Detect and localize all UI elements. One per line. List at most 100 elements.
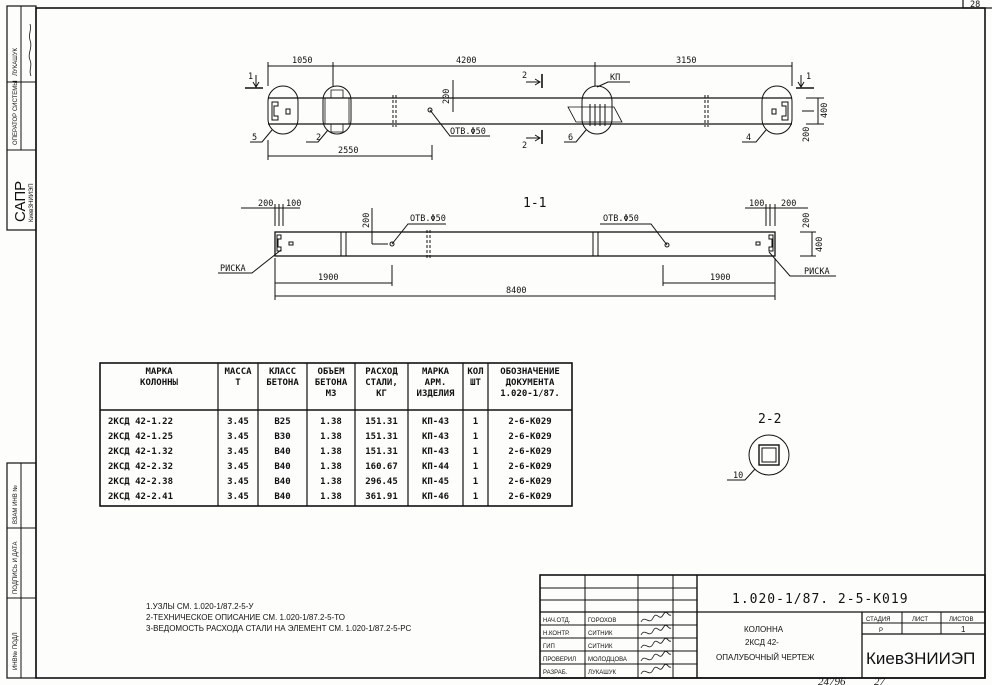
- table-header-cell: БЕТОНА: [266, 378, 299, 388]
- plan-view: 1050 4200 3150 2550 200 400 200 1 1 2 2 …: [245, 56, 830, 160]
- table-cell: 2КСД 42-2.32: [108, 462, 173, 472]
- dim-4200: 4200: [456, 56, 476, 66]
- organization: КиевЗНИИЭП: [866, 649, 975, 668]
- table-header-cell: МАССА: [224, 367, 252, 377]
- dim-200-vertical-left: 200: [362, 213, 372, 228]
- sheet-number: 28: [970, 0, 980, 10]
- sheets-value: 1: [961, 625, 966, 634]
- table-cell: 1.38: [320, 492, 342, 502]
- table-header-cell: ШТ: [470, 378, 481, 388]
- role-name: СИТНИК: [588, 631, 613, 637]
- table-header-cell: 1.020-1/87.: [500, 389, 560, 399]
- operator-name: ЛУКАШУК: [13, 47, 19, 76]
- section-mark-2-bottom: 2: [522, 141, 527, 151]
- table-cell: 3.45: [227, 477, 249, 487]
- table-cell: 2КСД 42-2.41: [108, 492, 173, 502]
- table-header-cell: Т: [235, 378, 241, 388]
- table-header-cell: КОЛОННЫ: [140, 378, 179, 388]
- stage-label: СТАДИЯ: [866, 617, 891, 623]
- table-cell: B25: [274, 417, 290, 427]
- table-cell: 1: [473, 447, 478, 457]
- table-cell: КП-43: [422, 417, 449, 427]
- dim-400: 400: [820, 103, 830, 118]
- section-2-2-title: 2-2: [758, 412, 781, 427]
- dim-400-vertical: 400: [815, 237, 825, 252]
- table-cell: 1.38: [320, 477, 342, 487]
- table-header-cell: АРМ.: [425, 378, 447, 388]
- table-cell: 2-6-К029: [508, 447, 551, 457]
- podpis-data-label: ПОДПИСЬ И ДАТА: [13, 541, 19, 594]
- sapr-label: САПР: [12, 181, 29, 222]
- table-cell: 3.45: [227, 462, 249, 472]
- table-cell: B40: [274, 462, 290, 472]
- specification-table: МАРКАКОЛОННЫМАССАТКЛАССБЕТОНАОБЪЕМБЕТОНА…: [99, 362, 573, 507]
- dim-200-right: 200: [802, 127, 812, 142]
- sheet-frame: [35, 7, 986, 679]
- signature: [640, 624, 672, 636]
- table-cell: КП-45: [422, 477, 449, 487]
- signature: [640, 650, 672, 662]
- hole-label-right: ОТВ.Φ50: [603, 214, 639, 224]
- dim-200-top: 200: [442, 89, 452, 104]
- left-strip-bottom: ВЗАМ ИНВ № ПОДПИСЬ И ДАТА ИНВ№ ПОДЛ: [6, 462, 37, 679]
- table-cell: КП-43: [422, 447, 449, 457]
- signature: [640, 637, 672, 649]
- dim-2550: 2550: [338, 146, 358, 156]
- table-header-cell: КГ: [376, 389, 387, 399]
- sheet-number-box: [962, 0, 992, 9]
- dim-1900-right: 1900: [710, 273, 730, 283]
- hole-label-left: ОТВ.Φ50: [410, 214, 446, 224]
- table-cell: 2КСД 42-2.38: [108, 477, 173, 487]
- role-label: ГИП: [543, 644, 555, 650]
- table-cell: 3.45: [227, 417, 249, 427]
- sapr-org: КиевЗНИИЭП: [29, 183, 35, 222]
- table-header-cell: РАСХОД: [365, 367, 398, 377]
- table-cell: 2-6-К029: [508, 432, 551, 442]
- title-line-1: КОЛОННА: [744, 625, 784, 634]
- table-cell: 3.45: [227, 447, 249, 457]
- notes: 1.УЗЛЫ СМ. 1.020-1/87.2-5-У 2-ТЕХНИЧЕСКО…: [146, 602, 411, 633]
- node-2-outline: [322, 85, 352, 135]
- handwritten-number: 24796: [818, 676, 846, 685]
- dim-100-right: 100: [749, 199, 764, 209]
- role-name: МОЛОДЦОВА: [588, 657, 627, 663]
- riska-right: РИСКА: [804, 267, 830, 277]
- section-mark-1-right: 1: [806, 72, 811, 82]
- table-cell: 1.38: [320, 447, 342, 457]
- table-cell: 2-6-К029: [508, 477, 551, 487]
- sheets-label: ЛИСТОВ: [949, 617, 973, 623]
- table-cell: 160.67: [365, 462, 398, 472]
- node-4-outline: [761, 85, 793, 135]
- hole-marker: [427, 107, 433, 113]
- callout-2: 2: [316, 133, 321, 143]
- table-cell: 1.38: [320, 462, 342, 472]
- table-header-cell: ОБЪЕМ: [317, 367, 345, 377]
- section-1-1-view: 1-1 200 100 100 200 200 ОТВ.Φ50 ОТВ.Φ50 …: [218, 196, 836, 300]
- table-cell: 1.38: [320, 417, 342, 427]
- table-cell: 1.38: [320, 432, 342, 442]
- table-cell: 3.45: [227, 432, 249, 442]
- table-cell: 2КСД 42-1.32: [108, 447, 173, 457]
- table-header-cell: МАРКА: [422, 367, 450, 377]
- table-cell: 1: [473, 492, 478, 502]
- callout-4: 4: [746, 133, 751, 143]
- table-header-cell: МАРКА: [145, 367, 173, 377]
- role-label: РАЗРАБ.: [543, 670, 568, 676]
- hole-label: ОТВ.Φ50: [450, 127, 486, 137]
- dim-200-right: 200: [781, 199, 796, 209]
- role-label: Н.КОНТР.: [543, 631, 570, 637]
- handwritten-page: 27: [874, 676, 886, 685]
- node-6-outline: [581, 85, 613, 135]
- table-header-cell: ОБОЗНАЧЕНИЕ: [500, 367, 560, 377]
- table-cell: 1: [473, 417, 478, 427]
- table-cell: 1: [473, 432, 478, 442]
- note-1: 1.УЗЛЫ СМ. 1.020-1/87.2-5-У: [146, 602, 254, 611]
- signature: [640, 663, 672, 675]
- sheet-label: ЛИСТ: [912, 617, 928, 623]
- table-cell: 2-6-К029: [508, 492, 551, 502]
- table-cell: B40: [274, 477, 290, 487]
- dim-1050: 1050: [292, 56, 312, 66]
- callout-6: 6: [568, 133, 573, 143]
